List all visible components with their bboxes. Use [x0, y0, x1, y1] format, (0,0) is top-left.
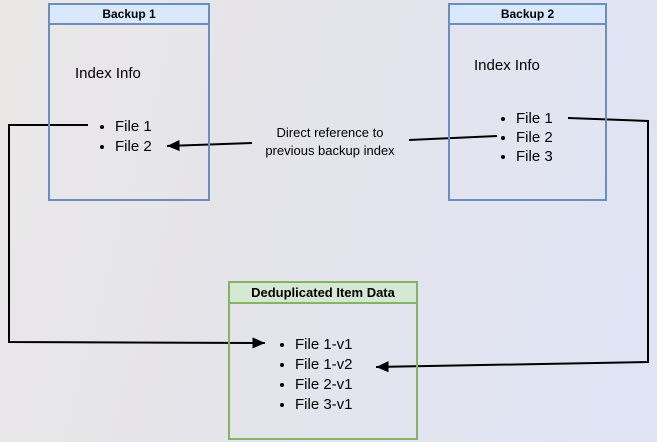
backup1-file-list: File 1File 2	[50, 117, 152, 157]
backup2-index-info-label: Index Info	[474, 57, 540, 74]
backup1-index-info-label: Index Info	[75, 65, 141, 82]
dedup-file-list: File 1-v1File 1-v2File 2-v1File 3-v1	[230, 335, 353, 415]
file-item: File 1-v1	[295, 335, 353, 355]
dedup-title: Deduplicated Item Data	[230, 283, 416, 304]
file-item: File 3-v1	[295, 395, 353, 415]
backup1-box: Backup 1 Index Info File 1File 2	[48, 3, 210, 201]
file-item: File 3	[516, 147, 553, 166]
file-item: File 2-v1	[295, 375, 353, 395]
backup1-title: Backup 1	[50, 5, 208, 25]
file-item: File 1	[516, 109, 553, 128]
dedup-box: Deduplicated Item Data File 1-v1File 1-v…	[228, 281, 418, 440]
backup2-box: Backup 2 Index Info File 1File 2File 3	[448, 3, 607, 201]
edge-label-line2: previous backup index	[265, 143, 395, 158]
file-item: File 1-v2	[295, 355, 353, 375]
file-item: File 2	[115, 137, 152, 157]
backup2-file-list: File 1File 2File 3	[450, 109, 553, 166]
file-item: File 1	[115, 117, 152, 137]
edge-label: Direct reference to previous backup inde…	[235, 124, 425, 160]
backup2-title: Backup 2	[450, 5, 605, 25]
file-item: File 2	[516, 128, 553, 147]
edge-label-line1: Direct reference to	[276, 125, 384, 140]
